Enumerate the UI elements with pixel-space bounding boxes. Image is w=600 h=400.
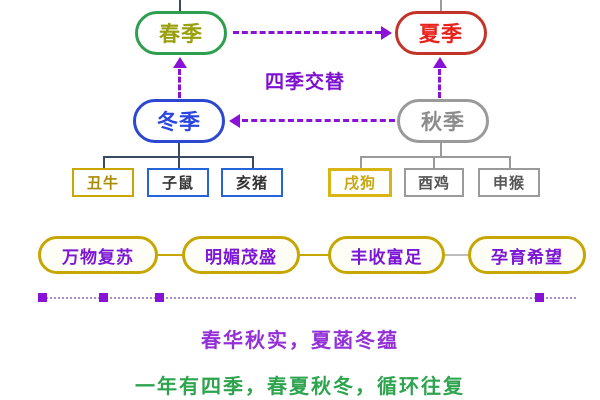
zodiac-box-pig[interactable]: 亥猪 xyxy=(221,168,283,197)
node-winter[interactable]: 冬季 xyxy=(133,99,225,143)
separator-square xyxy=(155,293,164,302)
node-spring[interactable]: 春季 xyxy=(135,11,227,55)
phrase-connector-1 xyxy=(158,254,182,256)
arrow-spring-to-summer-line xyxy=(233,31,381,34)
phrase-pill-winter[interactable]: 孕育希望 xyxy=(468,236,586,274)
spring-top-connector xyxy=(179,0,181,11)
phrase-pill-autumn[interactable]: 丰收富足 xyxy=(328,236,445,274)
node-summer[interactable]: 夏季 xyxy=(395,11,487,55)
arrow-winter-to-spring-line xyxy=(178,69,181,98)
zodiac-box-ox[interactable]: 丑牛 xyxy=(72,168,134,197)
arrow-spring-to-summer-head xyxy=(381,26,392,40)
autumn-bracket-drop-2 xyxy=(433,156,435,169)
winter-bracket-stem xyxy=(178,143,180,157)
arrow-autumn-to-winter-line xyxy=(242,119,395,122)
caption-year-cycle: 一年有四季，春夏秋冬，循环往复 xyxy=(135,374,465,398)
zodiac-box-rat[interactable]: 子鼠 xyxy=(147,168,209,197)
winter-bracket-drop-1 xyxy=(103,156,105,169)
autumn-bracket-drop-1 xyxy=(360,156,362,169)
separator-dotted-line xyxy=(38,297,576,299)
summer-top-connector xyxy=(440,0,442,11)
phrase-connector-3 xyxy=(445,254,468,256)
winter-bracket-drop-2 xyxy=(178,156,180,169)
phrase-pill-spring[interactable]: 万物复苏 xyxy=(38,236,158,274)
winter-bracket-drop-3 xyxy=(252,156,254,169)
autumn-bracket-drop-3 xyxy=(509,156,511,169)
zodiac-box-dog[interactable]: 戌狗 xyxy=(328,168,392,197)
autumn-bracket-bar xyxy=(360,156,510,158)
arrow-autumn-to-summer-head xyxy=(433,57,447,68)
cycle-caption: 四季交替 xyxy=(264,71,345,93)
arrow-autumn-to-winter-head xyxy=(229,114,240,128)
zodiac-box-rooster[interactable]: 酉鸡 xyxy=(404,168,464,197)
arrow-autumn-to-summer-line xyxy=(438,69,441,98)
separator-square xyxy=(38,293,47,302)
arrow-winter-to-spring-head xyxy=(173,57,187,68)
node-autumn[interactable]: 秋季 xyxy=(397,99,489,143)
phrase-pill-summer[interactable]: 明媚茂盛 xyxy=(182,236,300,274)
zodiac-box-monkey[interactable]: 申猴 xyxy=(478,168,540,197)
phrase-connector-2 xyxy=(300,254,328,256)
autumn-bracket-stem xyxy=(440,143,442,157)
separator-square xyxy=(99,293,108,302)
separator-square xyxy=(535,293,544,302)
caption-seasonal-poem: 春华秋实，夏菡冬蕴 xyxy=(201,328,399,352)
